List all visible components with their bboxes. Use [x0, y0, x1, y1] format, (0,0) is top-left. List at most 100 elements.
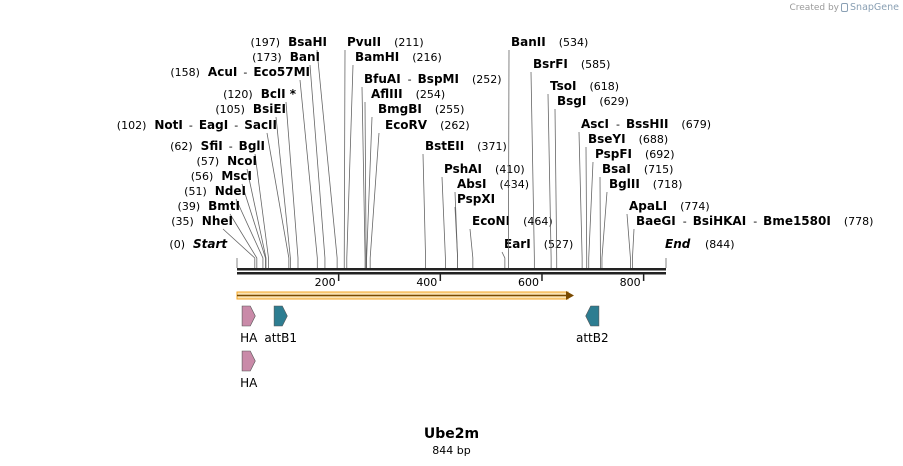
enzyme-position: (774): [680, 200, 710, 213]
enzyme-position: (173): [252, 51, 282, 64]
enzyme-leader-line: [441, 176, 446, 268]
backbone-top-strand: [237, 268, 666, 271]
enzyme-sacii: SacII: [244, 118, 277, 132]
enzyme-leader-line: [229, 213, 258, 268]
enzyme-separator: -: [753, 215, 757, 228]
feature-ha-label: HA: [240, 376, 258, 390]
enzyme-leader-line: [364, 101, 367, 268]
enzyme-ndei: NdeI: [215, 184, 246, 198]
enzyme-separator: -: [683, 215, 687, 228]
enzyme-leader-line: [454, 206, 458, 268]
enzyme-separator: -: [243, 66, 247, 79]
enzyme-position: (255): [435, 103, 465, 116]
enzyme-position: (715): [644, 163, 674, 176]
enzyme-asci: AscI: [581, 117, 609, 131]
enzyme-banii: BanII: [511, 35, 546, 49]
enzyme-ncoi: NcoI: [227, 154, 257, 168]
enzyme-position: (262): [440, 119, 470, 132]
orf-arrowhead: [565, 291, 574, 300]
enzyme-position: (39): [178, 200, 201, 213]
enzyme-nhei: NheI: [202, 214, 233, 228]
feature-attb1-arrow: [273, 305, 288, 327]
enzyme-position: (679): [681, 118, 711, 131]
enzyme-leader-line: [632, 228, 635, 268]
feature-attb2-label: attB2: [576, 331, 609, 345]
backbone-bottom-strand: [237, 272, 666, 275]
enzyme-eco57mi: Eco57MI: [253, 65, 310, 79]
enzyme-position: (410): [495, 163, 525, 176]
enzyme-position: (434): [499, 178, 529, 191]
sequence-title: Ube2m: [423, 426, 480, 442]
enzyme-leader-line: [222, 228, 256, 268]
enzyme-position: (102): [117, 119, 147, 132]
enzyme-leader-line: [309, 64, 326, 268]
credit-prefix: Created by: [789, 2, 840, 13]
enzyme-bme1580i: Bme1580I: [763, 214, 831, 228]
enzyme-bseyi: BseYI: [588, 132, 626, 146]
enzyme-bspmi: BspMI: [418, 72, 459, 86]
enzyme-position: (692): [645, 148, 675, 161]
enzyme-position: (688): [639, 133, 669, 146]
enzyme-position: (105): [215, 103, 245, 116]
enzyme-bsrfi: BsrFI: [533, 57, 568, 71]
enzyme-leader-line: [241, 183, 266, 268]
enzyme-position: (51): [184, 185, 207, 198]
enzyme-leader-line: [361, 86, 366, 268]
snapgene-logo-icon: [841, 3, 849, 12]
sequence-length: 844 bp: [432, 444, 471, 457]
enzyme-leader-line: [246, 168, 267, 268]
enzyme-sfii: SfiI: [201, 139, 223, 153]
enzyme-position: (585): [581, 58, 611, 71]
enzyme-eari: EarI: [504, 237, 531, 251]
enzyme-position: (216): [412, 51, 442, 64]
enzyme-pvuii: PvuII: [347, 35, 381, 49]
enzyme-separator: -: [229, 140, 233, 153]
snapgene-credit: Created by SnapGene: [789, 2, 899, 13]
start-position: (0): [169, 238, 185, 251]
enzyme-bsgi: BsgI: [557, 94, 586, 108]
enzyme-bmti: BmtI: [208, 199, 240, 213]
enzyme-position: (56): [191, 170, 214, 183]
enzyme-separator: -: [234, 119, 238, 132]
enzyme-leader-line: [588, 161, 594, 268]
enzyme-position: (534): [559, 36, 589, 49]
enzyme-leader-line: [554, 108, 558, 268]
enzyme-position: (57): [197, 155, 220, 168]
enzyme-position: (197): [251, 36, 281, 49]
enzyme-bfuai: BfuAI: [364, 72, 401, 86]
enzyme-leader-line: [547, 93, 552, 268]
enzyme-absi: AbsI: [457, 177, 486, 191]
enzyme-bsahi: BsaHI: [288, 35, 327, 49]
enzyme-position: (778): [844, 215, 874, 228]
enzyme-leader-line: [275, 116, 291, 268]
enzyme-leader-line: [585, 146, 588, 268]
enzyme-baegi: BaeGI: [636, 214, 676, 228]
enzyme-eagi: EagI: [199, 118, 228, 132]
enzyme-pspxi: PspXI: [457, 192, 495, 206]
enzyme-position: (254): [416, 88, 446, 101]
enzyme-bsshii: BssHII: [626, 117, 668, 131]
enzyme-separator: -: [189, 119, 193, 132]
feature-attb1-label: attB1: [264, 331, 297, 345]
enzyme-position: (120): [223, 88, 253, 101]
enzyme-leader-line: [343, 49, 346, 268]
tick-label: 400: [416, 276, 437, 289]
enzyme-leader-line: [578, 131, 583, 268]
enzyme-noti: NotI: [154, 118, 183, 132]
enzyme-bmgbi: BmgBI: [378, 102, 422, 116]
enzyme-afliii: AflIII: [371, 87, 403, 101]
enzyme-leader-line: [266, 132, 290, 268]
enzyme-leader-line: [366, 116, 373, 268]
enzyme-leader-line: [626, 213, 631, 268]
enzyme-leader-line: [299, 79, 318, 268]
enzyme-bsteii: BstEII: [425, 139, 464, 153]
feature-ha-label: HA: [240, 331, 258, 345]
enzyme-bamhi: BamHI: [355, 50, 399, 64]
enzyme-position: (371): [477, 140, 507, 153]
end-position: (844): [705, 238, 735, 251]
enzyme-leader-line: [285, 101, 299, 268]
enzyme-separator: -: [408, 73, 412, 86]
enzyme-leader-line: [369, 132, 380, 268]
enzyme-bcli: BclI *: [261, 87, 297, 101]
